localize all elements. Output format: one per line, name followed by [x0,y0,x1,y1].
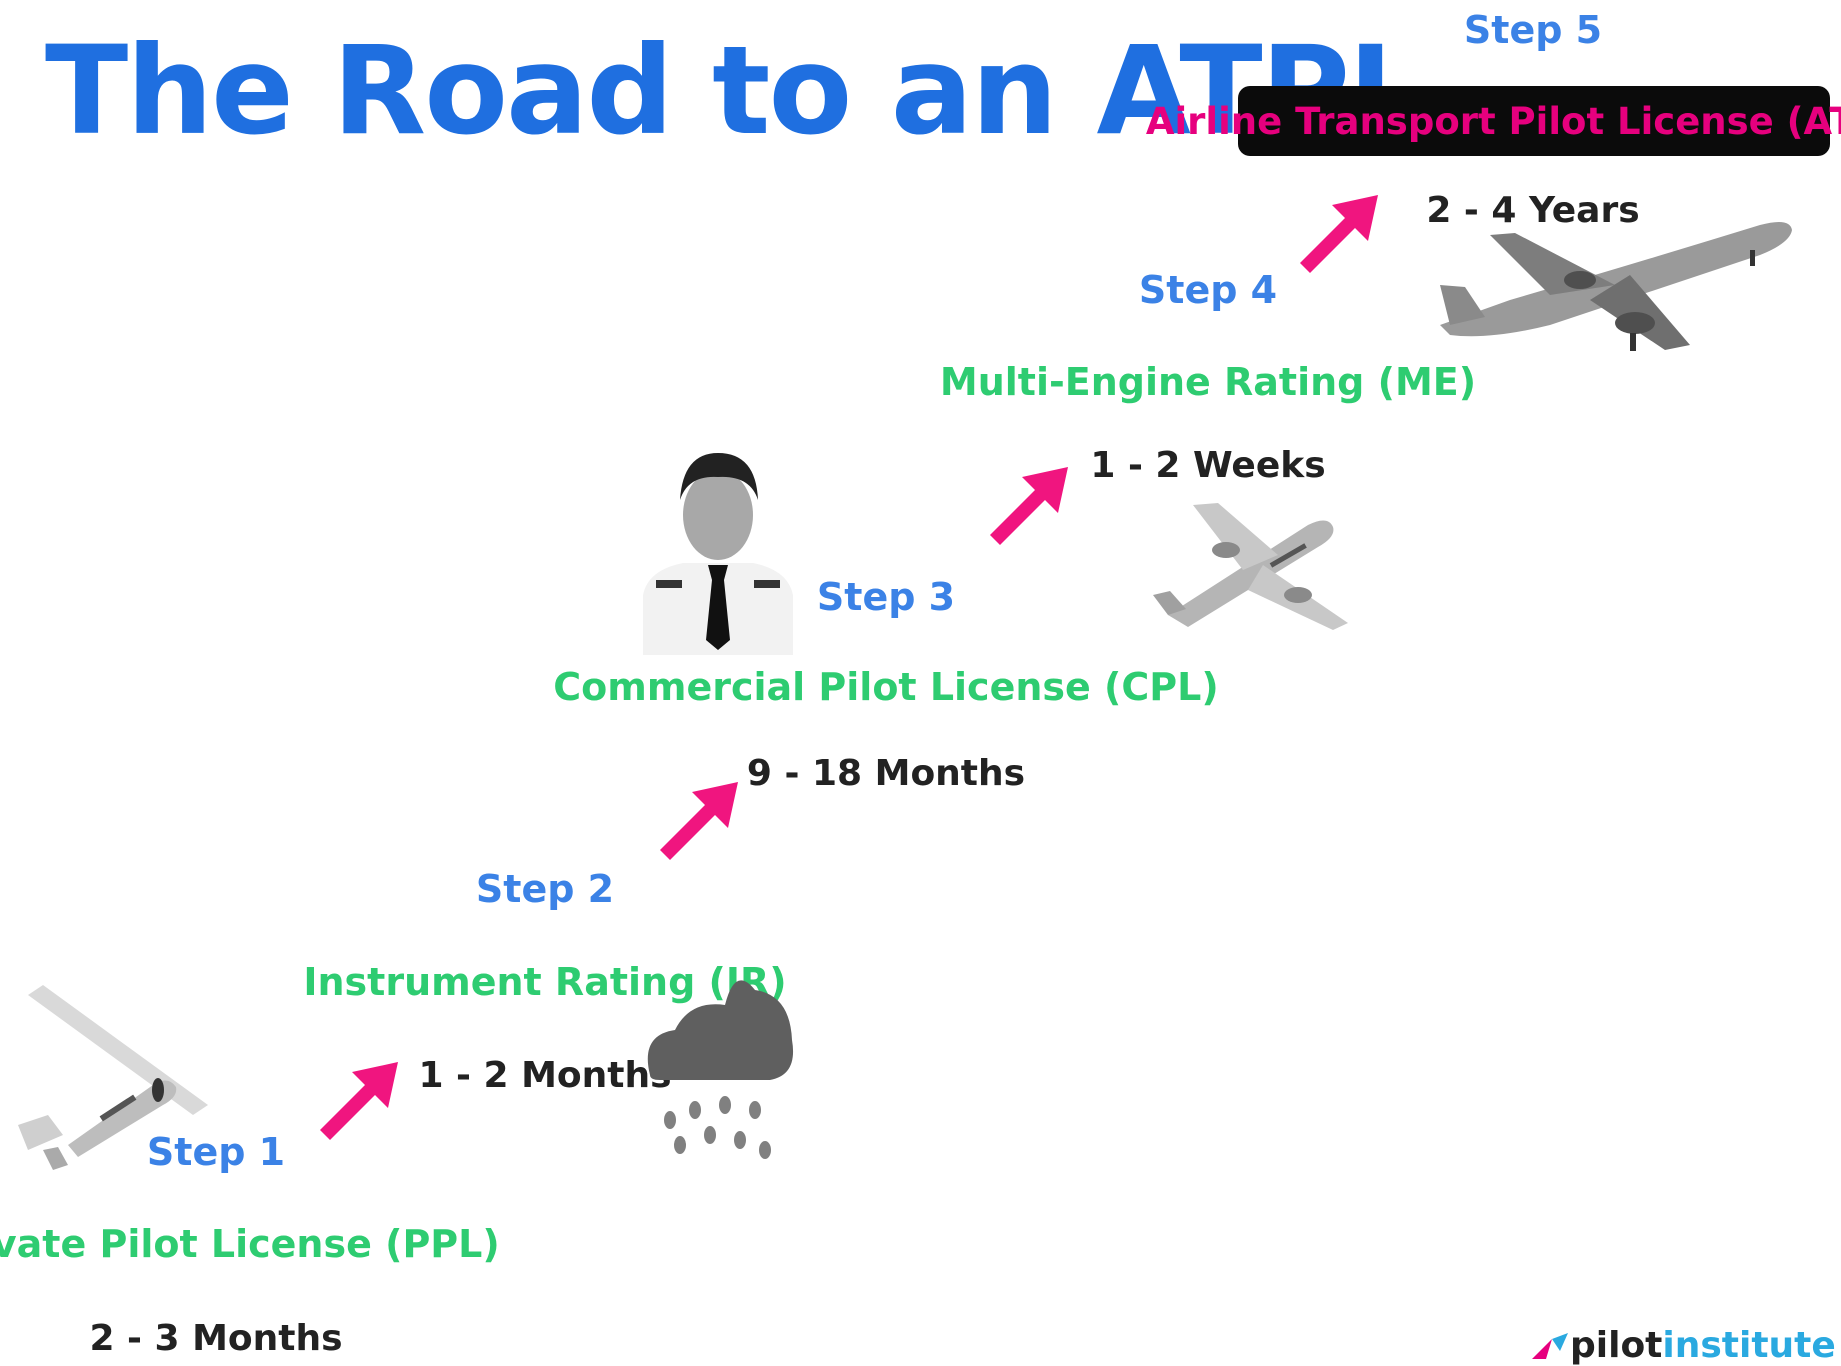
step-5-duration: 2 - 4 Years [1426,190,1640,231]
step-4-name: Multi-Engine Rating (ME) [939,360,1477,404]
arrow-icon [1300,195,1378,273]
step-5-name: Airline Transport Pilot License (ATPL) [1145,99,1841,143]
step-3-duration: 9 - 18 Months [746,753,1026,794]
twin-engine-plane-icon [1153,503,1348,630]
step-1-label: Step 1 [146,1130,286,1174]
page-title: The Road to an ATPL [45,20,1426,162]
arrow-icon [990,467,1068,545]
arrow-icon [320,1062,398,1140]
step-2-duration: 1 - 2 Months [418,1055,672,1096]
step-1-duration: 2 - 3 Months [89,1318,343,1359]
step-2-label: Step 2 [475,867,615,911]
step-2-name: Instrument Rating (IR) [303,960,787,1004]
step-3-label: Step 3 [816,575,956,619]
atpl-banner: Airline Transport Pilot License (ATPL) [1146,86,1841,156]
rain-cloud-icon [647,980,794,1159]
logo-text-institute: institute [1662,1325,1836,1366]
arrow-icon [660,782,738,860]
small-plane-icon [18,985,208,1170]
step-4-duration: 1 - 2 Weeks [1090,445,1326,486]
step-4-label: Step 4 [1138,268,1278,312]
jet-airliner-icon [1440,221,1792,351]
step-1-name: Private Pilot License (PPL) [0,1222,500,1266]
logo-mark-icon [1532,1332,1568,1359]
pilot-icon [643,453,793,655]
step-3-name: Commercial Pilot License (CPL) [553,665,1219,709]
logo-text-pilot: pilot [1570,1325,1663,1366]
step-5-label: Step 5 [1463,8,1603,52]
